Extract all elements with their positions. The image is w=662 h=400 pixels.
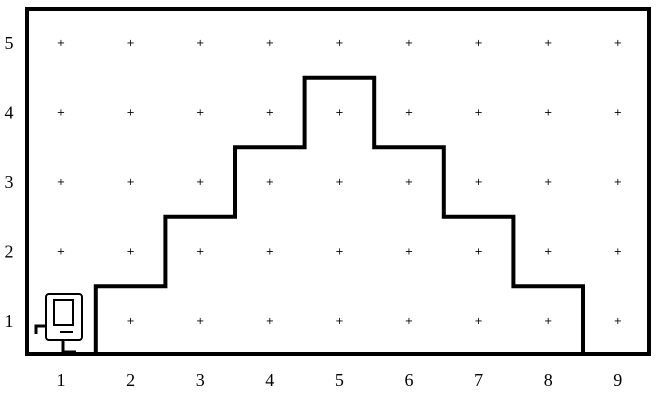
corner-marker: + [614, 247, 622, 258]
corner-marker: + [614, 177, 622, 188]
column-label: 4 [265, 370, 274, 390]
column-label: 2 [126, 370, 135, 390]
corner-marker: + [544, 108, 552, 119]
corner-marker: + [614, 316, 622, 327]
corner-marker: + [57, 247, 65, 258]
column-label: 6 [405, 370, 414, 390]
corner-marker: + [405, 247, 413, 258]
corner-markers: + + + + + + + + + + + + + + + + + + + + + + + + + + + + + + + + + + + + + + + +… [57, 38, 622, 327]
corner-marker: + [544, 247, 552, 258]
corner-marker: + [335, 316, 343, 327]
corner-marker: + [196, 316, 204, 327]
robot-foot [61, 340, 76, 354]
corner-marker: + [266, 247, 274, 258]
world-border-wall [25, 7, 651, 356]
corner-marker: + [335, 177, 343, 188]
corner-marker: + [196, 177, 204, 188]
corner-marker: + [57, 108, 65, 119]
corner-marker: + [474, 108, 482, 119]
column-label: 1 [57, 370, 66, 390]
corner-marker: + [266, 38, 274, 49]
corner-marker: + [126, 38, 134, 49]
corner-marker: + [196, 108, 204, 119]
robot-screen [53, 299, 74, 326]
corner-marker: + [474, 316, 482, 327]
column-labels: 1 2 3 4 5 6 7 8 9 [57, 370, 623, 390]
row-label: 1 [5, 311, 14, 331]
corner-marker: + [126, 177, 134, 188]
corner-marker: + [405, 177, 413, 188]
mountain-wall [93, 75, 585, 354]
corner-marker: + [266, 316, 274, 327]
corner-marker: + [405, 108, 413, 119]
corner-marker: + [335, 108, 343, 119]
column-label: 8 [544, 370, 553, 390]
row-labels: 1 2 3 4 5 [5, 33, 14, 331]
corner-marker: + [614, 38, 622, 49]
row-label: 4 [5, 103, 14, 123]
corner-marker: + [544, 177, 552, 188]
corner-marker: + [266, 177, 274, 188]
karel-robot-icon [34, 293, 83, 354]
corner-marker: + [405, 38, 413, 49]
corner-marker: + [544, 316, 552, 327]
corner-marker: + [57, 177, 65, 188]
column-label: 7 [474, 370, 483, 390]
corner-marker: + [544, 38, 552, 49]
corner-marker: + [335, 247, 343, 258]
row-label: 5 [5, 33, 14, 53]
corner-marker: + [57, 38, 65, 49]
corner-marker: + [126, 316, 134, 327]
corner-marker: + [474, 177, 482, 188]
corner-marker: + [196, 38, 204, 49]
corner-marker: + [266, 108, 274, 119]
corner-marker: + [614, 108, 622, 119]
corner-marker: + [405, 316, 413, 327]
corner-marker: + [474, 247, 482, 258]
corner-marker: + [126, 108, 134, 119]
corner-marker: + [474, 38, 482, 49]
corner-marker: + [126, 247, 134, 258]
column-label: 9 [613, 370, 622, 390]
column-label: 3 [196, 370, 205, 390]
corner-marker: + [335, 38, 343, 49]
row-label: 3 [5, 172, 14, 192]
row-label: 2 [5, 242, 14, 262]
column-label: 5 [335, 370, 344, 390]
robot-left-arm [34, 324, 46, 334]
corner-marker: + [196, 247, 204, 258]
